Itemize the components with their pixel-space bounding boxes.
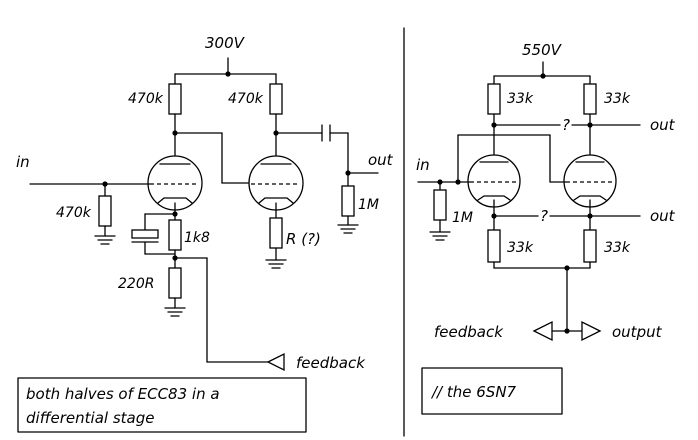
right-bottom-right-resistor-label: 33k	[604, 240, 631, 256]
right-grid-resistor-label: 1M	[452, 210, 473, 226]
right-top-left-resistor	[487, 83, 501, 115]
right-supply-label: 550V	[522, 41, 563, 59]
right-feedback-arrow	[532, 320, 553, 342]
right-left-triode	[467, 154, 521, 208]
left-circuit: 300V 470k 470k in	[16, 34, 394, 433]
cathode-resistor-label: 1k8	[184, 230, 210, 246]
left-grid-resistor-label: 470k	[56, 205, 92, 221]
right-load-resistor	[269, 83, 283, 115]
right-grid-resistor	[433, 189, 447, 221]
right-bottom-right-resistor	[583, 229, 597, 263]
left-caption-line2: differential stage	[26, 409, 154, 427]
right-out-top-label: out	[650, 116, 676, 134]
left-feedback-label: feedback	[296, 354, 366, 372]
left-load-resistor-label: 470k	[128, 91, 164, 107]
right-bottom-left-resistor-label: 33k	[507, 240, 534, 256]
right-output-arrow	[581, 320, 602, 342]
right-cathode-resistor	[269, 217, 283, 249]
right-top-right-resistor	[583, 83, 597, 115]
bottom-resistor	[168, 267, 182, 299]
question-top: ?	[562, 116, 570, 134]
left-input-label: in	[16, 153, 30, 171]
left-supply-label: 300V	[205, 34, 246, 52]
right-top-right-resistor-label: 33k	[604, 91, 631, 107]
question-bottom: ?	[540, 207, 548, 225]
right-load-resistor-label: 470k	[228, 91, 264, 107]
right-out-bottom-label: out	[650, 207, 676, 225]
left-caption-box	[17, 377, 307, 433]
right-top-left-resistor-label: 33k	[507, 91, 534, 107]
output-resistor	[341, 185, 355, 217]
left-grid-resistor	[98, 195, 112, 227]
left-load-resistor	[168, 83, 182, 115]
right-circuit: 550V 33k 33k ? out	[416, 41, 676, 415]
left-output-label: out	[368, 151, 394, 169]
right-right-triode	[563, 154, 617, 208]
cathode-bypass-capacitor	[131, 229, 159, 239]
left-caption-line1: both halves of ECC83 in a	[26, 385, 220, 403]
right-bottom-left-resistor	[487, 229, 501, 263]
right-cathode-resistor-label: R (?)	[286, 230, 321, 248]
bottom-resistor-label: 220R	[118, 276, 154, 292]
right-output-label: output	[612, 323, 663, 341]
right-input-label: in	[416, 156, 430, 174]
right-feedback-label: feedback	[434, 323, 504, 341]
output-resistor-label: 1M	[358, 197, 379, 213]
right-caption-box	[421, 367, 563, 415]
right-caption: // the 6SN7	[430, 383, 517, 401]
left-feedback-arrow	[266, 352, 285, 372]
cathode-resistor	[168, 219, 182, 251]
